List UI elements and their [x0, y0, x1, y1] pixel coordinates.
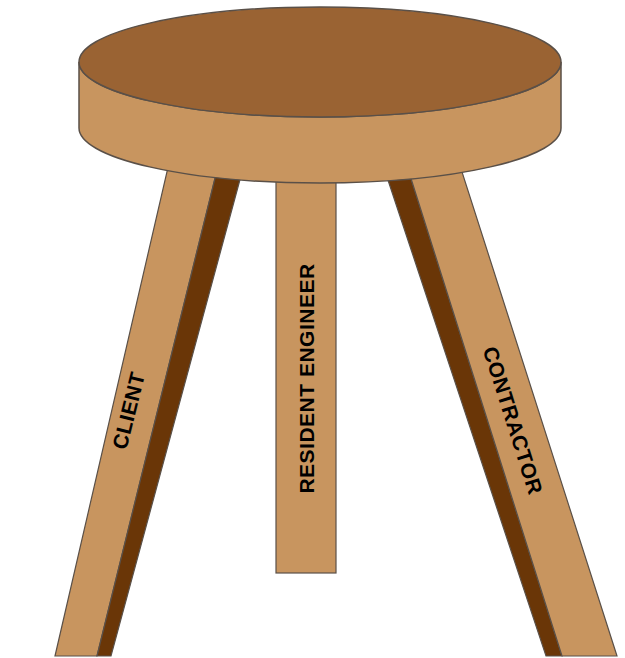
leg-side — [97, 150, 248, 656]
leg-front — [402, 150, 617, 656]
leg-label: CLIENT — [108, 369, 147, 451]
leg-label: RESIDENT ENGINEER — [296, 263, 317, 493]
seat-top — [79, 7, 561, 117]
stool-leg: CONTRACTOR — [472, 334, 555, 506]
leg-front — [55, 150, 222, 656]
leg-front — [276, 150, 336, 573]
stool-leg: RESIDENT ENGINEER — [290, 255, 323, 502]
leg-label: CONTRACTOR — [480, 343, 547, 496]
stool-leg: CLIENT — [101, 360, 156, 460]
